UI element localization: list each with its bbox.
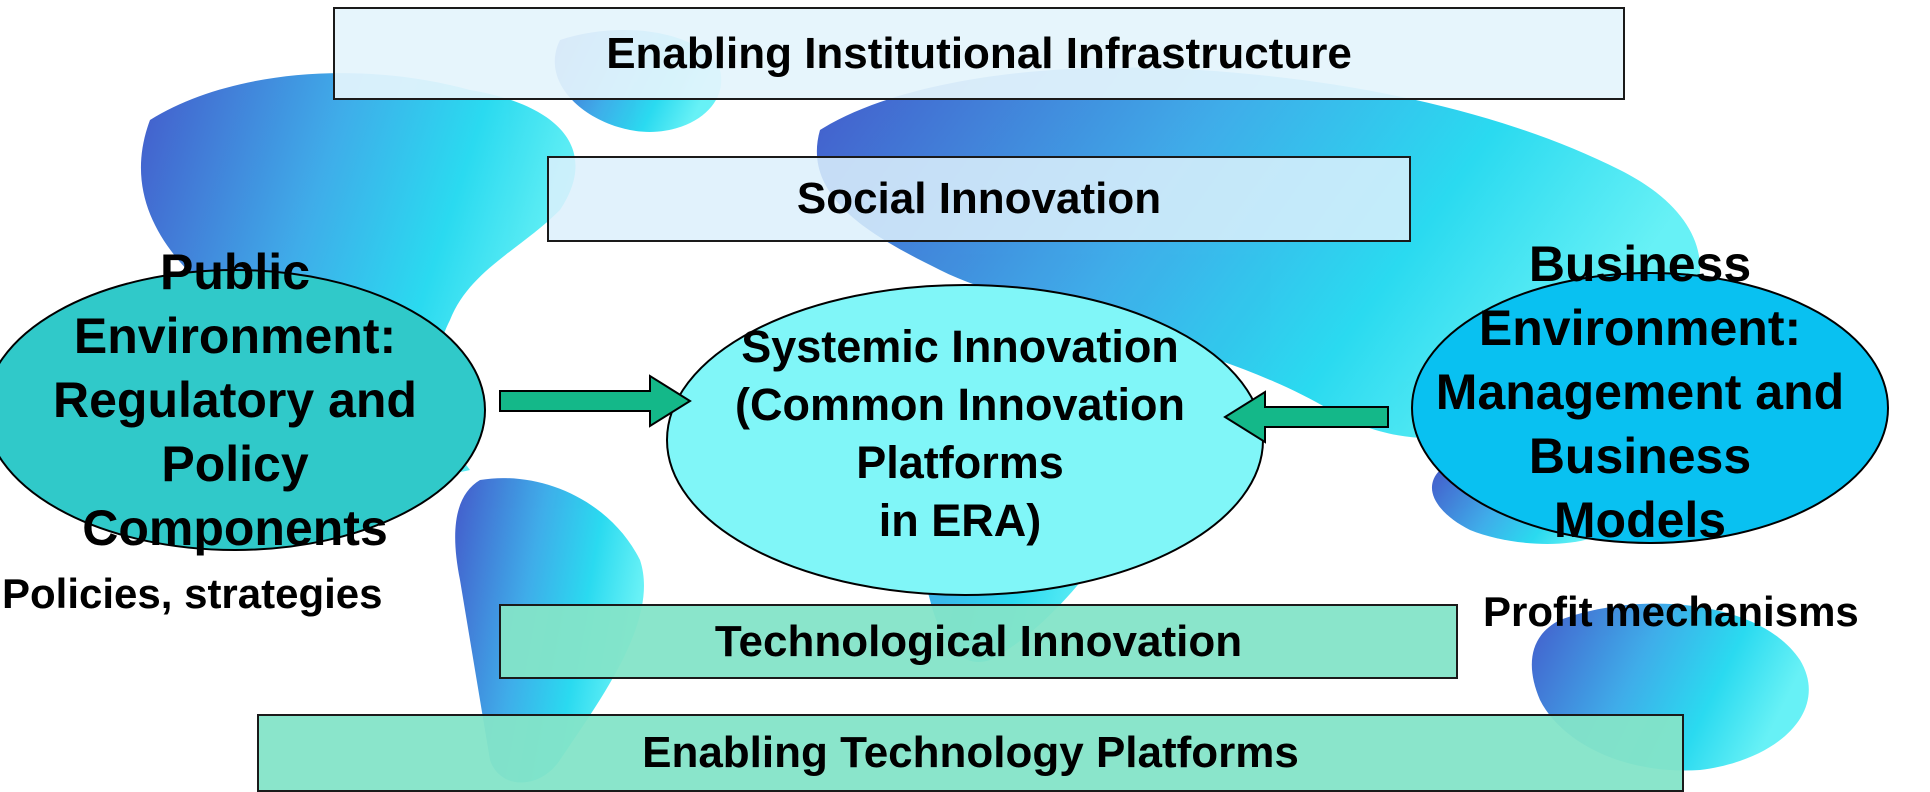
label-line: Components xyxy=(82,500,388,556)
systemic-innovation-label: Systemic Innovation (Common Innovation P… xyxy=(680,318,1240,550)
enabling-technology-platforms-band: Enabling Technology Platforms xyxy=(257,714,1684,792)
profit-mechanisms-note: Profit mechanisms xyxy=(1483,588,1859,635)
business-environment-label: Business Environment: Management and Bus… xyxy=(1405,232,1875,552)
label-line: Management and xyxy=(1435,364,1845,420)
label-line: (Common Innovation xyxy=(735,379,1185,430)
enabling-institutional-infrastructure-band: Enabling Institutional Infrastructure xyxy=(333,7,1625,100)
label-line: Regulatory and xyxy=(53,372,417,428)
label-line: Business xyxy=(1528,236,1752,292)
north-america-shape xyxy=(140,73,576,474)
band-label: Social Innovation xyxy=(796,174,1162,223)
band-label: Enabling Technology Platforms xyxy=(642,728,1299,777)
band-label: Technological Innovation xyxy=(714,616,1243,666)
technological-innovation-band: Technological Innovation xyxy=(499,604,1458,679)
label-line: Environment: xyxy=(1478,300,1802,356)
label-line: Platforms xyxy=(856,437,1064,488)
arrow-right-icon xyxy=(499,374,692,428)
public-environment-ellipse xyxy=(0,269,486,551)
arrow-left-icon xyxy=(1223,390,1389,444)
label-line: Public xyxy=(159,244,311,300)
band-label: Enabling Institutional Infrastructure xyxy=(606,28,1352,78)
policies-strategies-note: Policies, strategies xyxy=(2,570,383,617)
label-line: Models xyxy=(1553,492,1727,548)
label-line: Environment: xyxy=(73,308,397,364)
public-environment-label: Public Environment: Regulatory and Polic… xyxy=(20,240,450,560)
label-line: Systemic Innovation xyxy=(741,321,1179,372)
label-line: Business xyxy=(1528,428,1752,484)
label-line: Policy xyxy=(161,436,309,492)
label-line: in ERA) xyxy=(878,495,1042,546)
business-environment-ellipse xyxy=(1411,272,1889,544)
social-innovation-band: Social Innovation xyxy=(547,156,1411,242)
